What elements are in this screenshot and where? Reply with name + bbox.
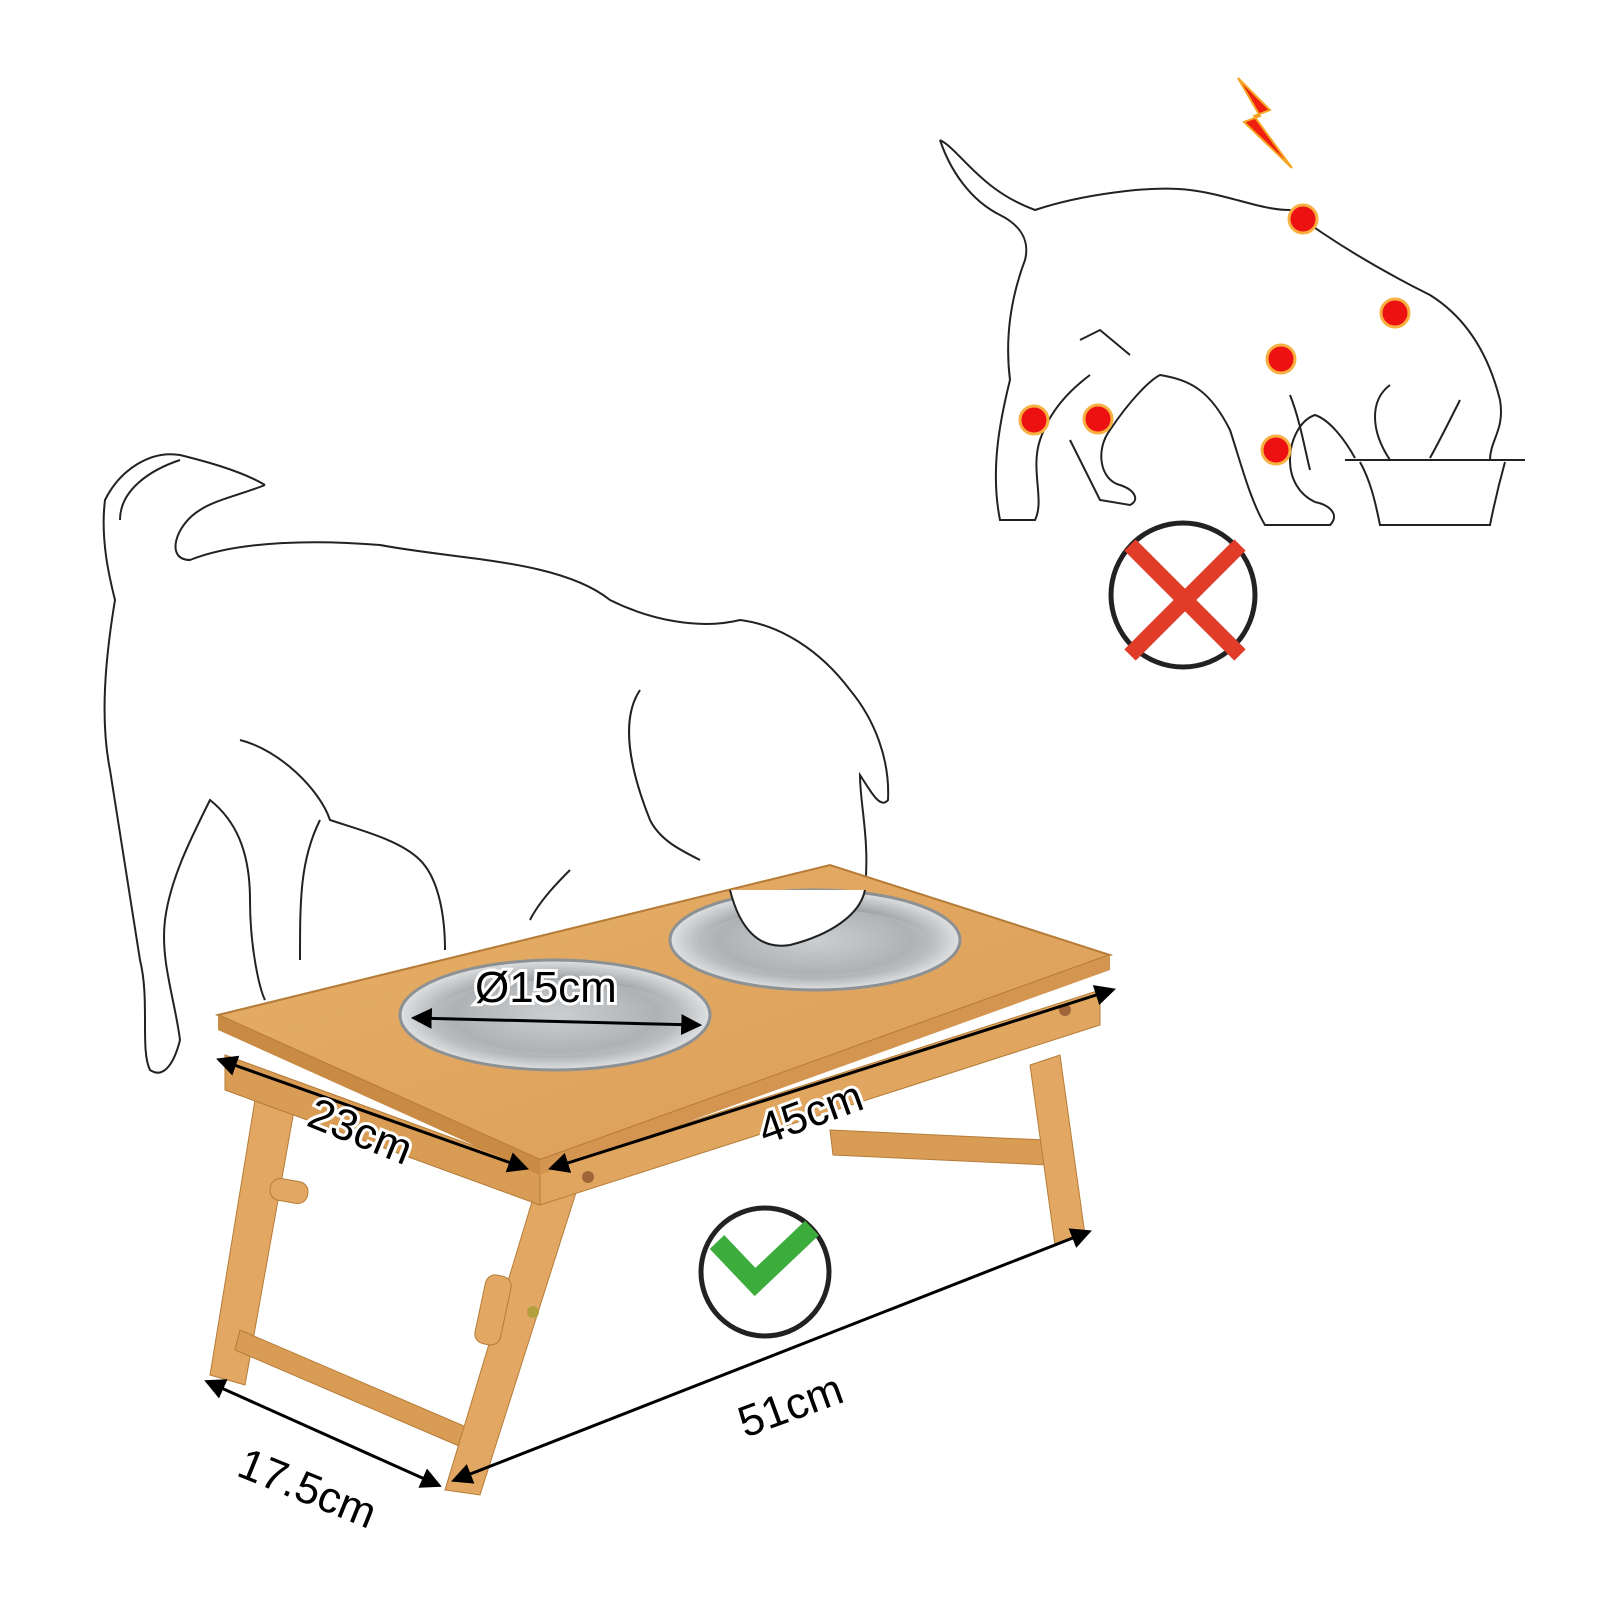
- lightning-icon: [1237, 77, 1293, 169]
- dimension-lines: [204, 985, 1117, 1488]
- good-posture-dog-outline: [102, 453, 890, 1074]
- base-depth-label: 17.5cm: [231, 1439, 383, 1538]
- bad-posture-dog-outline: [939, 139, 1525, 526]
- cross-icon: [1124, 539, 1246, 661]
- joint-dot: [1260, 434, 1292, 466]
- joint-dot: [1082, 403, 1114, 435]
- bad-posture-marker: [1108, 520, 1258, 670]
- joint-dot: [1018, 404, 1050, 436]
- joint-dot: [1287, 203, 1319, 235]
- bowl-diameter-label: Ø15cm: [475, 963, 617, 1012]
- joint-dot: [1265, 343, 1297, 375]
- joint-dot: [1379, 297, 1411, 329]
- good-posture-marker: [698, 1205, 832, 1339]
- joint-pain-dots: [1018, 203, 1411, 466]
- base-length-label: 51cm: [732, 1365, 850, 1448]
